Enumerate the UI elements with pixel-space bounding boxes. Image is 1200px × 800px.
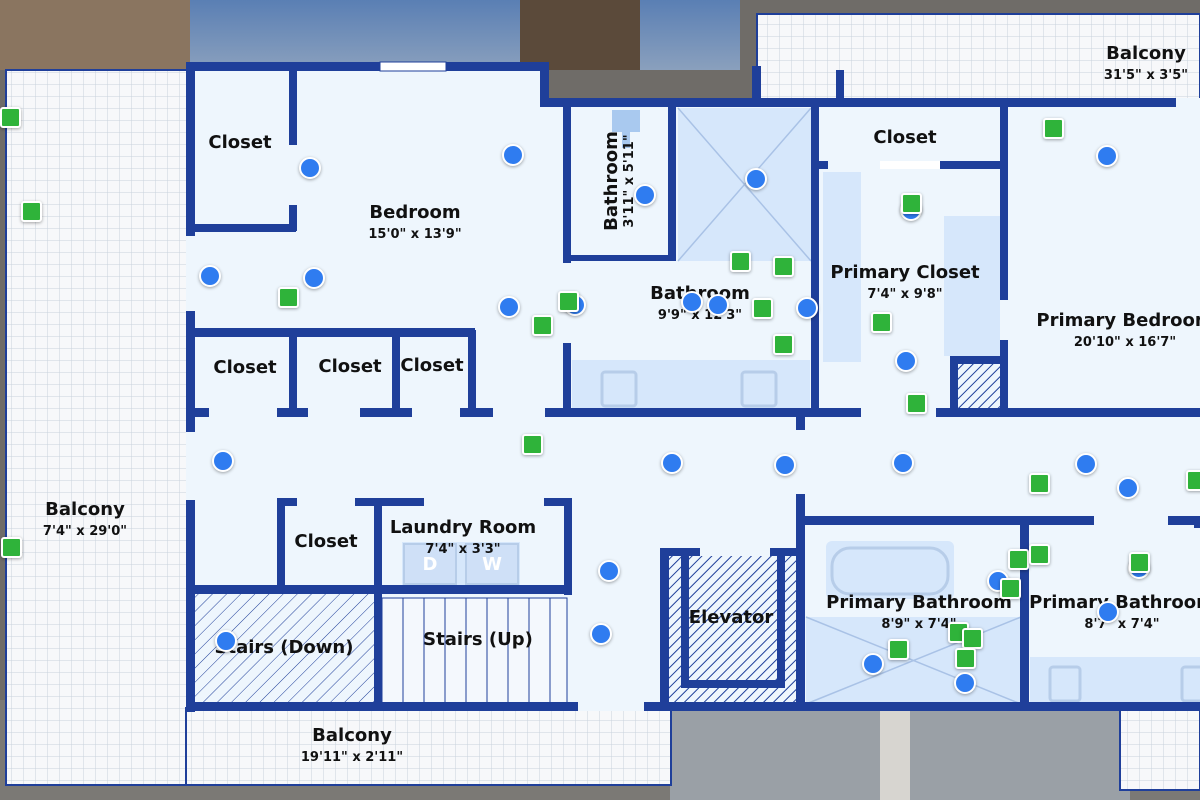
green-square-marker[interactable] — [277, 286, 299, 308]
blue-dot-marker[interactable] — [1097, 601, 1119, 623]
green-square-marker[interactable] — [900, 192, 922, 214]
green-square-marker[interactable] — [1028, 543, 1050, 565]
green-square-marker[interactable] — [20, 200, 42, 222]
room-label-closet-1: Closet — [208, 132, 272, 153]
blue-dot-marker[interactable] — [1117, 477, 1139, 499]
green-square-marker[interactable] — [954, 647, 976, 669]
green-square-marker[interactable] — [531, 314, 553, 336]
room-label-closet-top: Closet — [873, 127, 937, 148]
room-label-closet-5: Closet — [294, 531, 358, 552]
balcony-bottom-area — [185, 707, 672, 786]
room-label-elevator: Elevator — [688, 607, 774, 628]
blue-dot-marker[interactable] — [796, 297, 818, 319]
stairs-up-treads — [381, 597, 568, 704]
blue-dot-marker[interactable] — [199, 265, 221, 287]
blue-dot-marker[interactable] — [954, 672, 976, 694]
room-label-closet-4: Closet — [400, 355, 464, 376]
green-square-marker[interactable] — [1042, 117, 1064, 139]
room-label-stairs-down: Stairs (Down) — [214, 637, 354, 658]
green-square-marker[interactable] — [729, 250, 751, 272]
green-square-marker[interactable] — [751, 297, 773, 319]
green-square-marker[interactable] — [557, 290, 579, 312]
green-square-marker[interactable] — [521, 433, 543, 455]
green-square-marker[interactable] — [961, 627, 983, 649]
blue-dot-marker[interactable] — [774, 454, 796, 476]
room-label-closet-3: Closet — [318, 356, 382, 377]
green-square-marker[interactable] — [1028, 472, 1050, 494]
blue-dot-marker[interactable] — [502, 144, 524, 166]
green-square-marker[interactable] — [0, 536, 22, 558]
green-square-marker[interactable] — [999, 577, 1021, 599]
blue-dot-marker[interactable] — [681, 291, 703, 313]
blue-dot-marker[interactable] — [661, 452, 683, 474]
blue-dot-marker[interactable] — [303, 267, 325, 289]
blue-dot-marker[interactable] — [707, 294, 729, 316]
blue-dot-marker[interactable] — [862, 653, 884, 675]
blue-dot-marker[interactable] — [498, 296, 520, 318]
green-square-marker[interactable] — [772, 255, 794, 277]
green-square-marker[interactable] — [1185, 469, 1200, 491]
green-square-marker[interactable] — [887, 638, 909, 660]
blue-dot-marker[interactable] — [895, 350, 917, 372]
room-label-stairs-up: Stairs (Up) — [423, 629, 533, 650]
green-square-marker[interactable] — [905, 392, 927, 414]
blue-dot-marker[interactable] — [212, 450, 234, 472]
blue-dot-marker[interactable] — [634, 184, 656, 206]
blue-dot-marker[interactable] — [745, 168, 767, 190]
dryer-letter: D — [423, 554, 438, 575]
green-square-marker[interactable] — [1007, 548, 1029, 570]
balcony-top-area — [756, 13, 1200, 103]
room-label-closet-2: Closet — [213, 357, 277, 378]
green-square-marker[interactable] — [772, 333, 794, 355]
washer-letter: W — [482, 554, 502, 575]
blue-dot-marker[interactable] — [590, 623, 612, 645]
blue-dot-marker[interactable] — [598, 560, 620, 582]
blue-dot-marker[interactable] — [299, 157, 321, 179]
blue-dot-marker[interactable] — [215, 630, 237, 652]
blue-dot-marker[interactable] — [1075, 453, 1097, 475]
balcony-left-area — [5, 69, 193, 786]
green-square-marker[interactable] — [870, 311, 892, 333]
balcony-right-area — [1119, 709, 1200, 791]
blue-dot-marker[interactable] — [1096, 145, 1118, 167]
green-square-marker[interactable] — [1128, 551, 1150, 573]
green-square-marker[interactable] — [0, 106, 21, 128]
blue-dot-marker[interactable] — [892, 452, 914, 474]
